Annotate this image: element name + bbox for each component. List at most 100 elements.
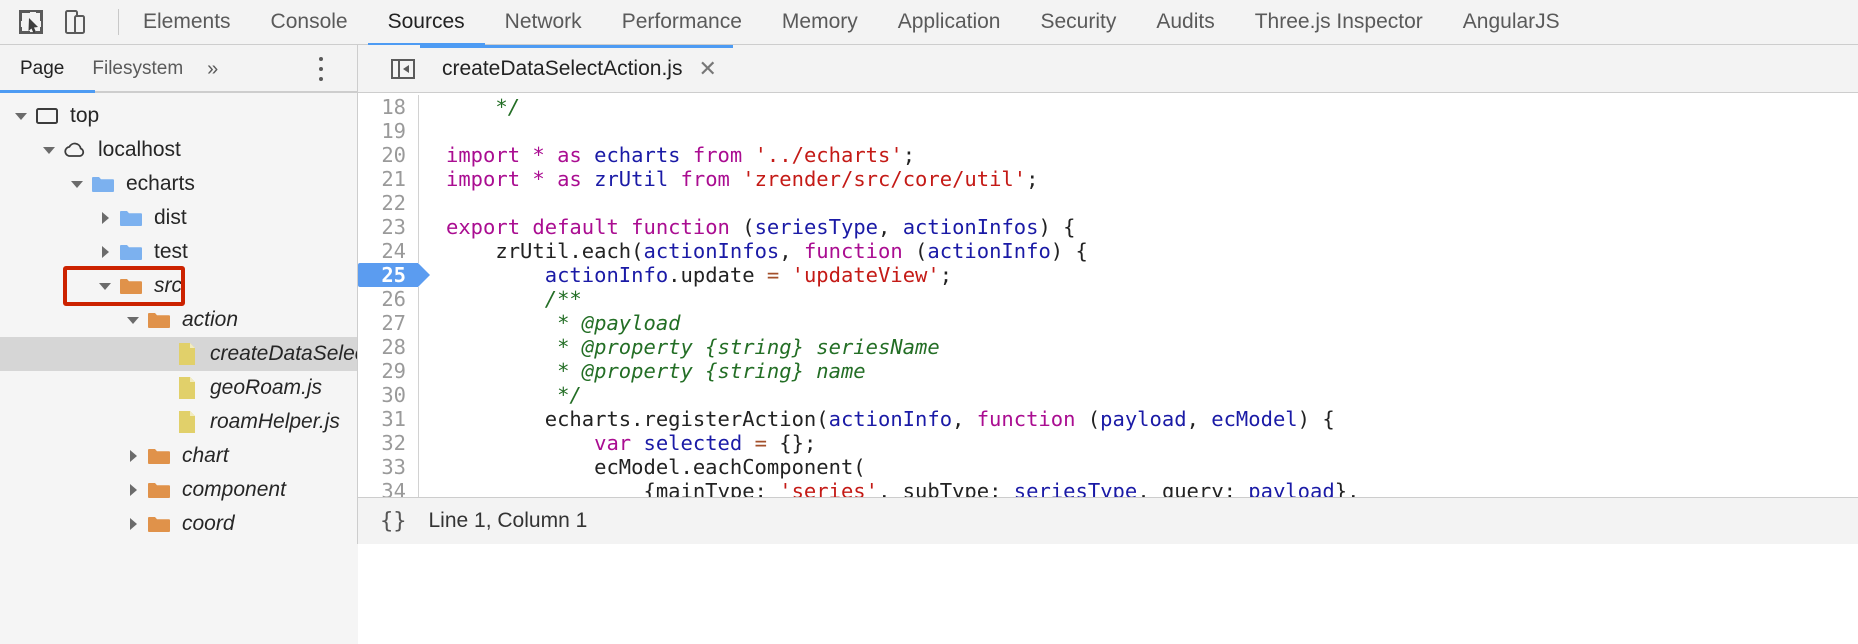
kebab-menu-icon[interactable]: [310, 57, 332, 81]
tree-item-localhost[interactable]: localhost: [0, 133, 358, 167]
line-number[interactable]: 31: [381, 407, 406, 431]
tab-angularjs[interactable]: AngularJS: [1443, 0, 1580, 45]
code-line-25[interactable]: 25 actionInfo.update = 'updateView';: [358, 263, 1858, 287]
line-content: */: [432, 383, 582, 407]
tab-network[interactable]: Network: [485, 0, 602, 45]
tab-audits[interactable]: Audits: [1136, 0, 1234, 45]
line-number[interactable]: 22: [381, 191, 406, 215]
line-number[interactable]: 20: [381, 143, 406, 167]
code-line-32[interactable]: 32 var selected = {};: [358, 431, 1858, 455]
token-kw: default: [532, 215, 619, 239]
code-line-27[interactable]: 27 * @payload: [358, 311, 1858, 335]
line-number[interactable]: 29: [381, 359, 406, 383]
line-number[interactable]: 34: [381, 479, 406, 497]
token-pl: , query:: [1137, 479, 1249, 497]
chevron-right-icon[interactable]: [94, 201, 116, 235]
tab-performance[interactable]: Performance: [602, 0, 762, 45]
code-line-18[interactable]: 18 */: [358, 95, 1858, 119]
token-id: actionInfo: [544, 263, 669, 287]
chevron-down-icon[interactable]: [10, 99, 32, 133]
code-line-24[interactable]: 24 zrUtil.each(actionInfos, function (ac…: [358, 239, 1858, 263]
code-line-30[interactable]: 30 */: [358, 383, 1858, 407]
close-icon[interactable]: ✕: [698, 55, 717, 81]
line-number[interactable]: 28: [381, 335, 406, 359]
tab-elements[interactable]: Elements: [123, 0, 251, 45]
tab-label: AngularJS: [1462, 10, 1560, 33]
tab-security[interactable]: Security: [1020, 0, 1136, 45]
chevron-right-icon[interactable]: [94, 235, 116, 269]
code-line-26[interactable]: 26 /**: [358, 287, 1858, 311]
tab-three-js-inspector[interactable]: Three.js Inspector: [1235, 0, 1443, 45]
token-pl: ,: [779, 239, 804, 263]
tree-item-georoam-js[interactable]: geoRoam.js: [0, 371, 358, 405]
tree-item-chart[interactable]: chart: [0, 439, 358, 473]
line-number[interactable]: 27: [381, 311, 406, 335]
gutter: [418, 431, 432, 455]
file-js-icon: [172, 342, 202, 366]
tree-item-label: component: [182, 478, 286, 501]
line-number[interactable]: 24: [381, 239, 406, 263]
code-line-33[interactable]: 33 ecModel.eachComponent(: [358, 455, 1858, 479]
code-line-29[interactable]: 29 * @property {string} name: [358, 359, 1858, 383]
line-number[interactable]: 23: [381, 215, 406, 239]
tree-item-src[interactable]: src: [0, 269, 358, 303]
line-content: ecModel.eachComponent(: [432, 455, 866, 479]
chevron-down-icon[interactable]: [66, 167, 88, 201]
device-toolbar-icon[interactable]: [60, 7, 90, 37]
token-pl: [520, 167, 532, 191]
chevron-down-icon[interactable]: [122, 303, 144, 337]
tree-item-test[interactable]: test: [0, 235, 358, 269]
code-line-34[interactable]: 34 {mainType: 'series', subType: seriesT…: [358, 479, 1858, 497]
tree-item-top[interactable]: top: [0, 99, 358, 133]
line-number[interactable]: 25: [358, 263, 430, 287]
line-number[interactable]: 19: [381, 119, 406, 143]
line-number[interactable]: 21: [381, 167, 406, 191]
tree-item-echarts[interactable]: echarts: [0, 167, 358, 201]
tree-item-dist[interactable]: dist: [0, 201, 358, 235]
token-pl: ,: [952, 407, 977, 431]
token-pl: (: [902, 239, 928, 263]
tree-item-component[interactable]: component: [0, 473, 358, 507]
tab-memory[interactable]: Memory: [762, 0, 878, 45]
chevron-right-icon[interactable]: [122, 439, 144, 473]
tab-application[interactable]: Application: [878, 0, 1021, 45]
line-number[interactable]: 18: [381, 95, 406, 119]
folder-orange-icon: [116, 276, 146, 296]
navigator-header: Page Filesystem »: [0, 45, 358, 93]
tree-item-action[interactable]: action: [0, 303, 358, 337]
navigator-tab-page[interactable]: Page: [6, 45, 78, 93]
navigator-tab-filesystem[interactable]: Filesystem: [78, 45, 197, 93]
code-line-22[interactable]: 22: [358, 191, 1858, 215]
tab-sources[interactable]: Sources: [367, 0, 485, 46]
tree-item-coord[interactable]: coord: [0, 507, 358, 541]
tree-item-roamhelper-js[interactable]: roamHelper.js: [0, 405, 358, 439]
chevron-down-icon[interactable]: [94, 269, 116, 303]
editor-filler: [358, 544, 1858, 644]
code-line-31[interactable]: 31 echarts.registerAction(actionInfo, fu…: [358, 407, 1858, 431]
editor-tab-createdataselectaction[interactable]: createDataSelectAction.js ✕: [420, 44, 733, 93]
token-pl: (: [729, 215, 755, 239]
line-number[interactable]: 26: [381, 287, 406, 311]
more-tabs-icon[interactable]: »: [207, 57, 219, 80]
tree-item-createdataselectaction-js[interactable]: createDataSelectAction.js: [0, 337, 358, 371]
chevron-down-icon[interactable]: [38, 133, 60, 167]
twisty-placeholder: [150, 371, 172, 405]
inspect-element-icon[interactable]: [16, 7, 46, 37]
line-number[interactable]: 33: [381, 455, 406, 479]
pretty-print-icon[interactable]: {}: [380, 508, 407, 534]
line-number[interactable]: 30: [381, 383, 406, 407]
code-line-28[interactable]: 28 * @property {string} seriesName: [358, 335, 1858, 359]
line-number[interactable]: 32: [381, 431, 406, 455]
chevron-right-icon[interactable]: [122, 507, 144, 541]
token-pl: [520, 143, 532, 167]
tab-console[interactable]: Console: [251, 0, 368, 45]
collapse-sidebar-icon[interactable]: [386, 52, 420, 86]
token-pl: {};: [766, 431, 817, 455]
code-line-19[interactable]: 19: [358, 119, 1858, 143]
line-content: */: [432, 95, 520, 119]
chevron-right-icon[interactable]: [122, 473, 144, 507]
